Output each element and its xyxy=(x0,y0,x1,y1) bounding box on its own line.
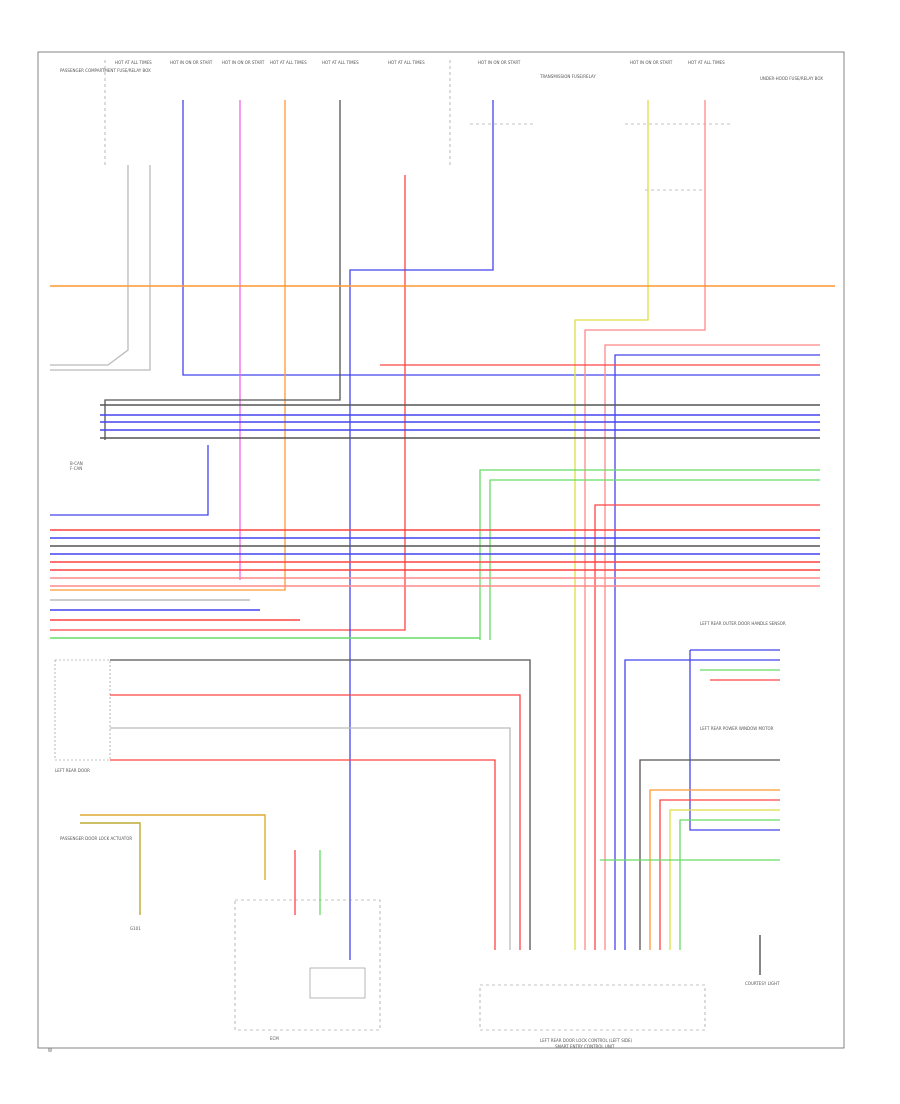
smart-unit-box xyxy=(479,984,706,1031)
ecm-inner-box xyxy=(309,967,366,999)
label-fuse-hot-3: HOT IN ON OR START xyxy=(222,60,265,65)
label-ground-1: G101 xyxy=(130,926,141,931)
top-separators xyxy=(104,60,730,191)
connector-wires xyxy=(294,850,321,915)
label-fuse-hot-5: HOT AT ALL TIMES xyxy=(322,60,359,65)
label-fuse-hot-4: HOT AT ALL TIMES xyxy=(270,60,307,65)
label-fuse-hot-8: HOT IN ON OR START xyxy=(630,60,673,65)
label-door-lock-control: LEFT REAR DOOR LOCK CONTROL (LEFT SIDE) xyxy=(540,1038,633,1043)
right-upper-wires xyxy=(380,344,820,950)
label-power-window: LEFT REAR POWER WINDOW MOTOR xyxy=(700,726,774,731)
label-passenger-door: PASSENGER DOOR LOCK ACTUATOR xyxy=(60,836,132,841)
vertical-feed-wires xyxy=(50,100,820,960)
lower-left-wires xyxy=(110,659,531,950)
label-under-hood-box: UNDER-HOOD FUSE/RELAY BOX xyxy=(760,76,823,81)
label-fuse-hot-1: HOT AT ALL TIMES xyxy=(115,60,152,65)
label-footnote: W xyxy=(48,1048,52,1053)
right-lower-wires xyxy=(600,649,780,950)
left-switch-box xyxy=(54,659,111,761)
label-f-can: F-CAN xyxy=(70,466,82,471)
label-sensor-assembly: LEFT REAR OUTER DOOR HANDLE SENSOR xyxy=(700,621,786,626)
can-bus-wires xyxy=(100,404,820,439)
label-fuse-hot-2: HOT IN ON OR START xyxy=(170,60,213,65)
label-b-can: B-CAN xyxy=(70,461,83,466)
label-courtesy-light: COURTESY LIGHT xyxy=(745,981,780,986)
label-left-door-sensor: LEFT REAR DOOR xyxy=(55,768,90,773)
main-harness-wires xyxy=(50,529,820,639)
diagram-border xyxy=(37,51,845,1049)
middle-wires xyxy=(50,445,820,950)
label-fuse-hot-6: HOT AT ALL TIMES xyxy=(388,60,425,65)
label-smart-unit: SMART ENTRY CONTROL UNIT xyxy=(555,1044,615,1049)
label-passenger-fuse-box: PASSENGER COMPARTMENT FUSE/RELAY BOX xyxy=(60,68,151,73)
label-transmission-relay: TRANSMISSION FUSE/RELAY xyxy=(539,74,596,79)
label-fuse-hot-9: HOT AT ALL TIMES xyxy=(688,60,725,65)
passenger-door-wires xyxy=(80,814,266,915)
top-fuse-labels: PASSENGER COMPARTMENT FUSE/RELAY BOX HOT… xyxy=(60,60,823,81)
ecm-box xyxy=(234,899,381,1031)
label-fuse-hot-7: HOT IN ON OR START xyxy=(478,60,521,65)
label-ecm: ECM xyxy=(270,1036,279,1041)
